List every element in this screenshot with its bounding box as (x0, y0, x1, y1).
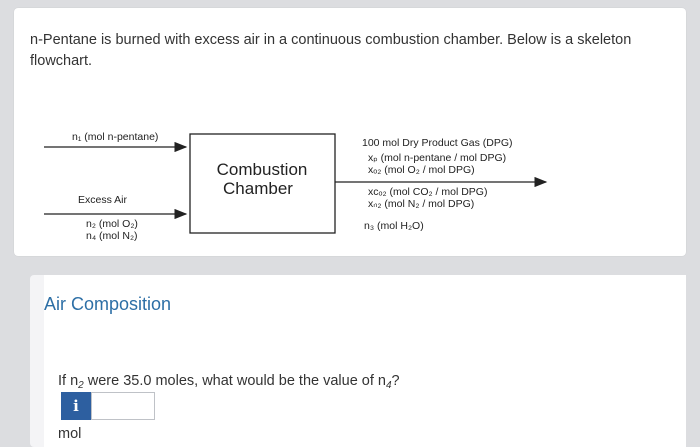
answer-input[interactable] (91, 392, 155, 420)
problem-card (14, 8, 686, 256)
question-sub-2: 2 (78, 380, 84, 391)
product-xco2: xᴄₒ₂ (mol CO₂ / mol DPG) (368, 186, 487, 198)
info-icon[interactable]: i (61, 392, 91, 420)
answer-unit: mol (58, 426, 82, 442)
question-text: If n2 were 35.0 moles, what would be the… (58, 373, 400, 391)
flowchart: n₁ (mol n-pentane) Excess Air n₂ (mol O₂… (44, 131, 548, 242)
combustion-chamber-box (189, 133, 336, 234)
air-o2-label: n₂ (mol O₂) (86, 218, 138, 230)
question-sub-4: 4 (385, 380, 392, 391)
product-water: n₃ (mol H₂O) (364, 220, 424, 232)
air-label: Excess Air (78, 194, 128, 206)
product-xn2: xₙ₂ (mol N₂ / mol DPG) (368, 198, 474, 210)
section-title: Air Composition (44, 294, 172, 314)
question-prefix: If n (58, 373, 79, 389)
question-middle: were 35.0 moles, what would be the value… (83, 373, 386, 389)
feed-label: n₁ (mol n-pentane) (72, 131, 158, 143)
product-xp: xₚ (mol n-pentane / mol DPG) (368, 152, 506, 164)
product-title: 100 mol Dry Product Gas (DPG) (362, 137, 513, 149)
problem-intro: n-Pentane is burned with excess air in a… (30, 32, 632, 69)
product-xo2: xₒ₂ (mol O₂ / mol DPG) (368, 164, 475, 176)
unit-label-line1: Combustion (217, 160, 308, 179)
air-n2-label: n₄ (mol N₂) (86, 230, 138, 242)
question-suffix: ? (391, 373, 400, 389)
unit-label-line2: Chamber (223, 179, 293, 198)
